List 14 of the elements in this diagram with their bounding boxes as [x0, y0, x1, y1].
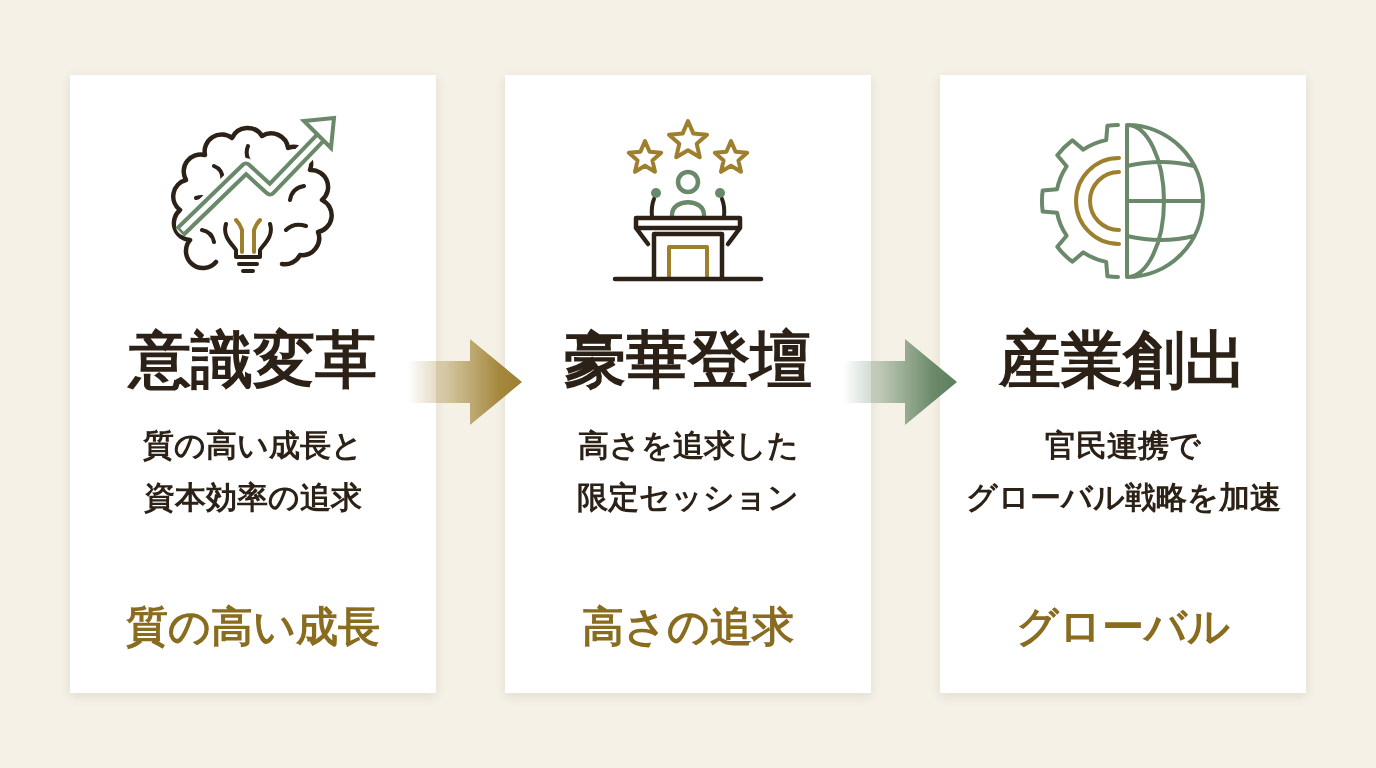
heading: 産業創出	[999, 325, 1247, 395]
arrow	[843, 339, 957, 425]
description-text: 官民連携でグローバル戦略を加速	[965, 426, 1281, 517]
arrow	[408, 339, 522, 425]
description-text: 質の高い成長と資本効率の追求	[143, 426, 363, 517]
step-card	[940, 75, 1306, 693]
keyword-text: 高さの追求	[582, 601, 794, 653]
keyword-text: 質の高い成長	[126, 601, 380, 653]
step-card	[70, 75, 436, 693]
description-text: 高さを追求した限定セッション	[577, 426, 799, 517]
heading: 意識変革	[129, 325, 377, 395]
heading: 豪華登壇	[564, 325, 812, 395]
keyword-text: グローバル	[1016, 601, 1230, 653]
step-card	[505, 75, 871, 693]
